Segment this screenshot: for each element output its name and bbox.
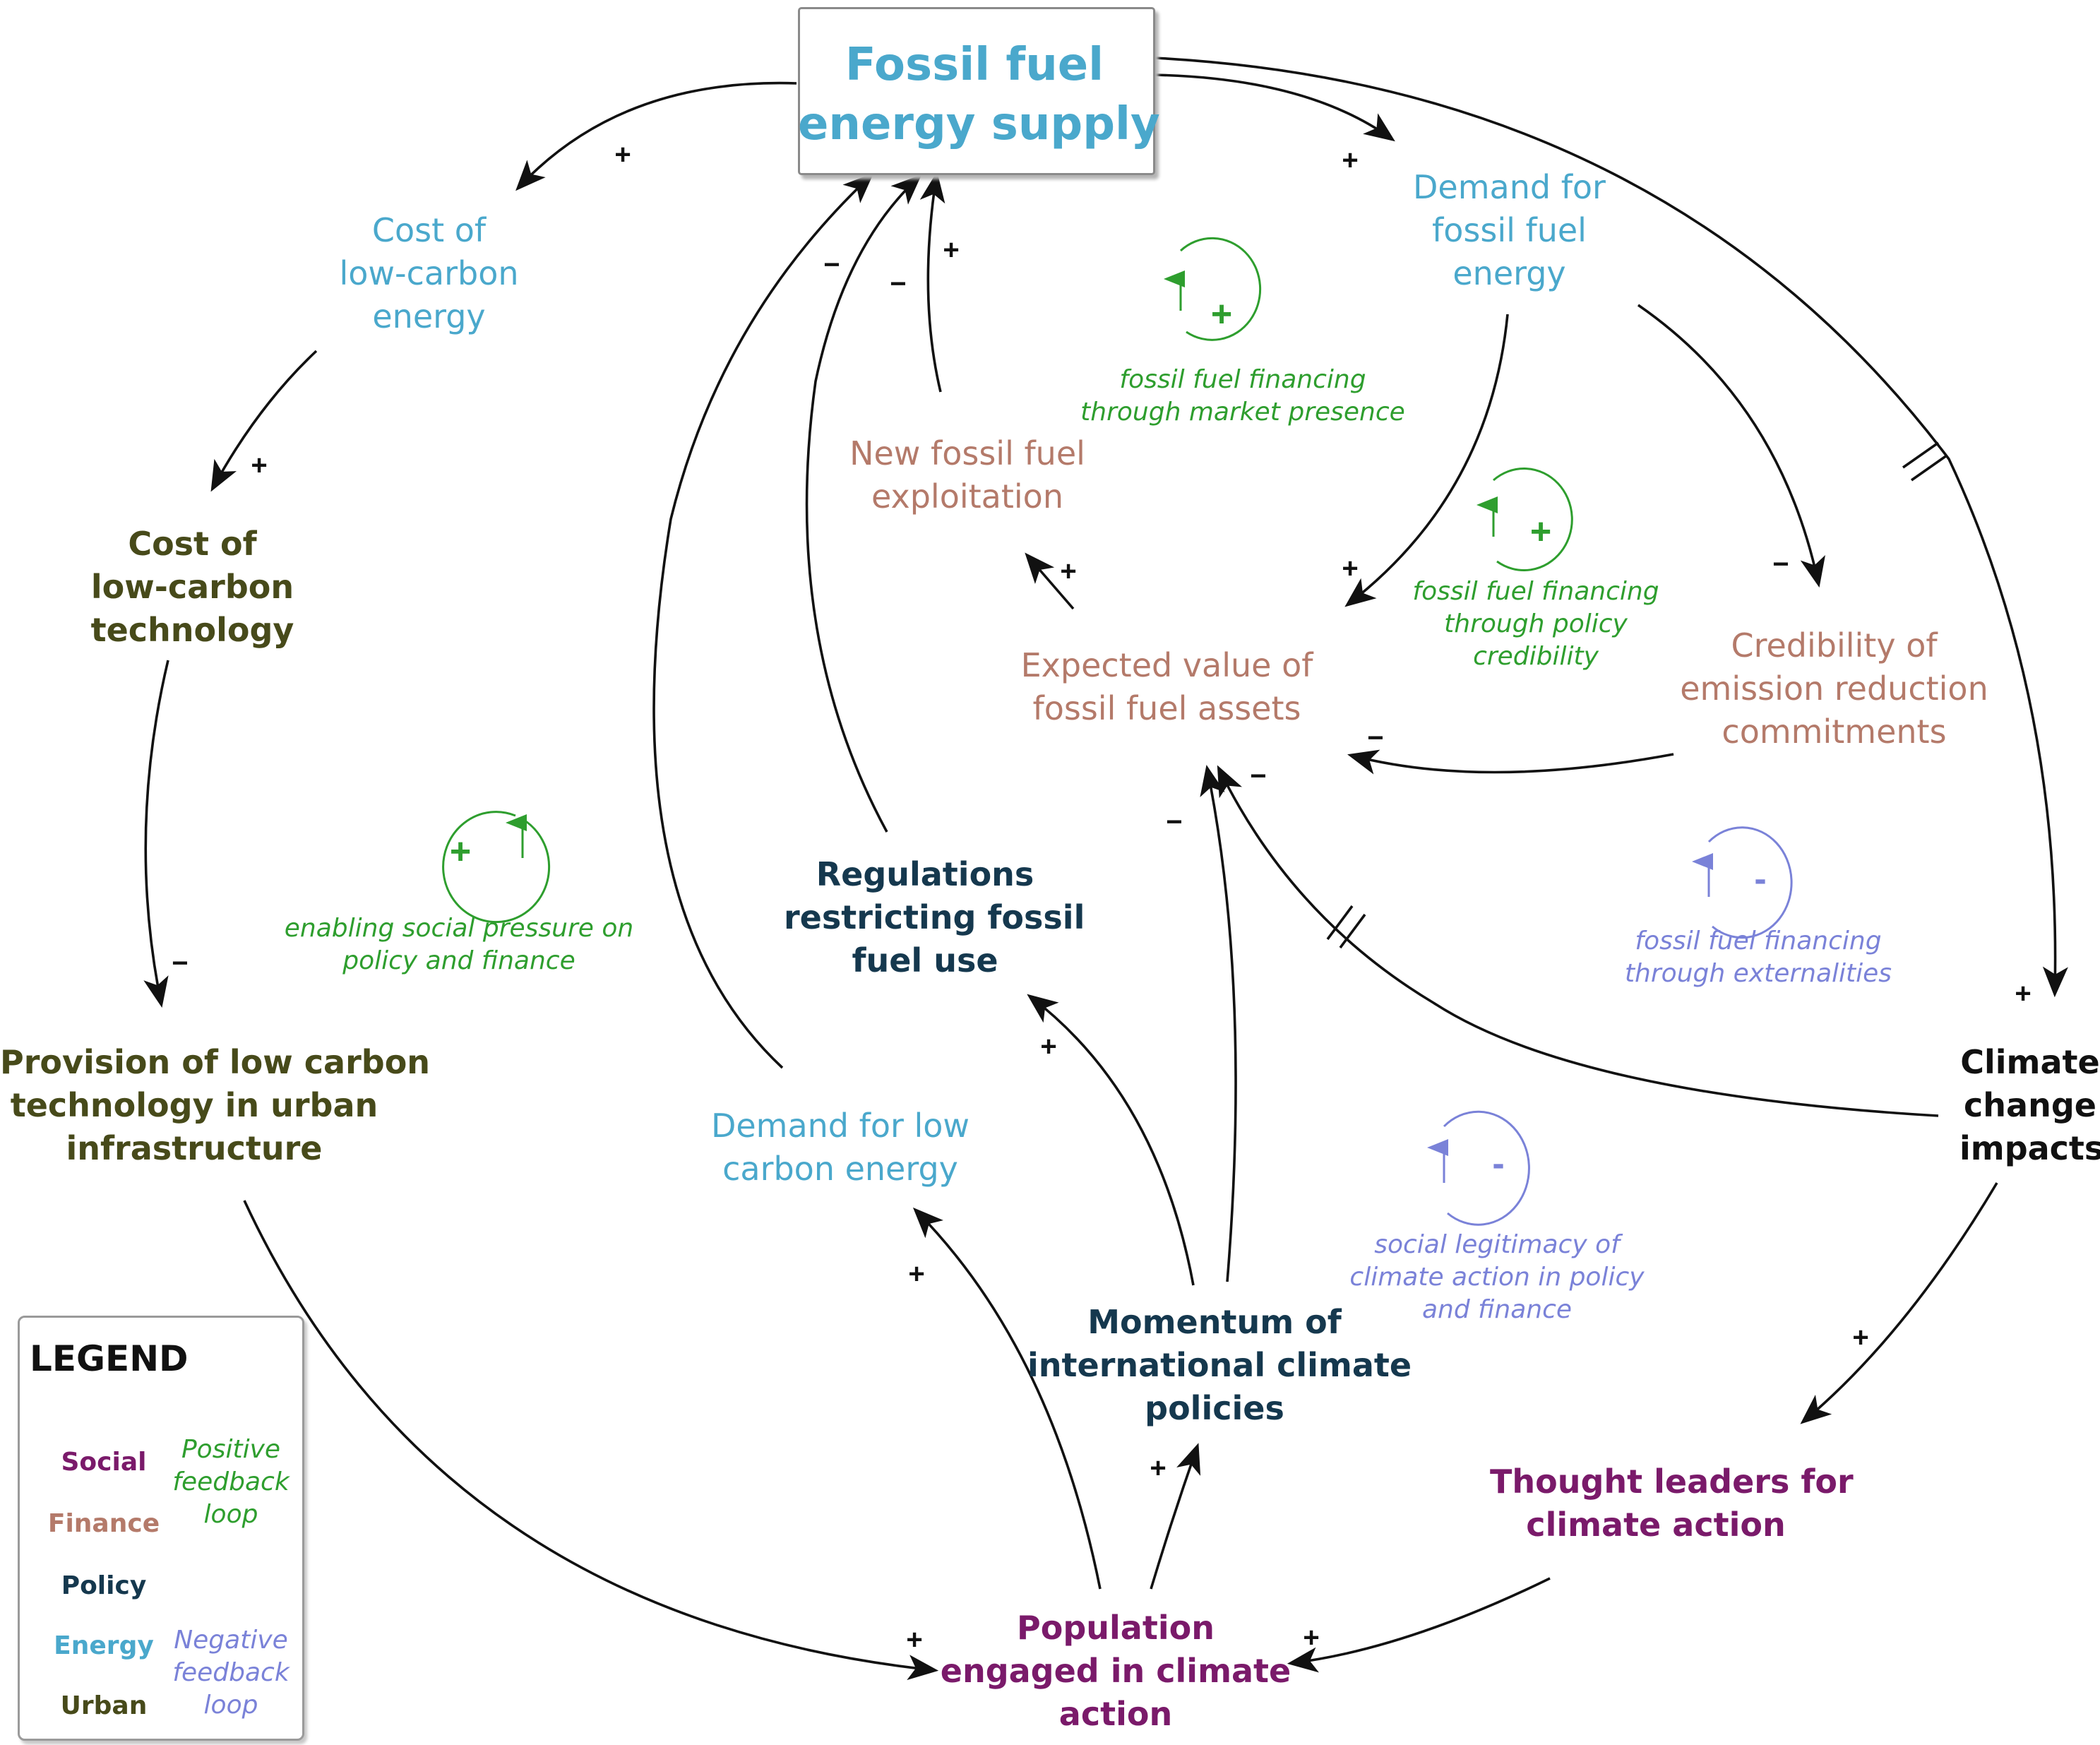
arrow-momentum-to-expected-value (1200, 764, 1237, 1282)
arrow-climate-impacts-to-thought-leaders (1800, 1182, 1998, 1424)
polarity-demand-fossil-credibility: − (1772, 549, 1789, 580)
arrow-demand-low-carbon-to-supply (652, 173, 874, 1069)
loop-policy-credibility-icon (1476, 467, 1573, 571)
loop-social-pressure-sign: + (450, 831, 471, 872)
title-box (798, 7, 1155, 175)
arrow-momentum-to-regulations (1027, 994, 1195, 1286)
arrow-demand-fossil-to-expected-value (1344, 314, 1509, 607)
polarity-cost-energy-cost-tech: + (251, 450, 267, 481)
loop-social-legitimacy-sign: - (1492, 1143, 1504, 1184)
legend (18, 1316, 304, 1741)
arrow-expected-value-to-exploitation (1025, 552, 1075, 610)
polarity-supply-cost-energy: + (614, 139, 631, 170)
title-line: Fossil fuel (845, 39, 1104, 91)
polarity-expected-value-exploitation: + (1060, 556, 1076, 587)
loop-label-externalities: fossil fuel financing through externalit… (1624, 927, 1892, 988)
polarity-supply-climate-impacts: + (2015, 978, 2031, 1009)
arrow-population-to-momentum (1150, 1443, 1201, 1590)
polarity-demand-fossil-expected-value: + (1342, 553, 1358, 584)
node-credibility-emission-commitments: Credibility of emission reduction commit… (1680, 626, 1988, 751)
title-line: energy supply (798, 98, 1160, 150)
legend-category-finance: Finance (47, 1509, 160, 1538)
polarity-thought-leaders-population: + (1303, 1622, 1319, 1653)
node-regulations-restricting-fossil: Regulations restricting fossil fuel use (784, 855, 1085, 979)
diagram-title: Fossil fuel energy supply (798, 35, 1160, 154)
loop-social-legitimacy-icon (1427, 1110, 1530, 1226)
legend-category-social: Social (61, 1448, 147, 1477)
arrow-thought-leaders-to-population (1287, 1577, 1551, 1673)
node-demand-low-carbon-energy: Demand for low carbon energy (710, 1107, 970, 1188)
delay-mark-supply-climate (1902, 441, 1948, 482)
polarity-regulations-supply: − (890, 268, 906, 299)
arrow-supply-to-climate-impacts (1154, 56, 2068, 998)
arrow-credibility-to-expected-value (1347, 749, 1674, 775)
delay-mark-climate-expected (1326, 905, 1366, 949)
arrow-population-to-demand-low-carbon (912, 1207, 1102, 1590)
loop-externalities-icon (1692, 826, 1793, 939)
arrow-exploitation-to-supply (919, 171, 945, 393)
polarity-credibility-expected-value: − (1367, 722, 1383, 754)
loop-label-social-pressure: enabling social pressure on policy and f… (284, 914, 634, 975)
arrow-cost-tech-to-provision (143, 660, 169, 1008)
loop-social-pressure-icon (442, 811, 551, 924)
loop-label-market-presence: fossil fuel financing through market pre… (1080, 365, 1405, 427)
polarity-supply-demand-fossil: + (1342, 145, 1358, 176)
node-momentum-international-policies: Momentum of international climate polici… (1027, 1303, 1412, 1427)
loop-market-presence-icon (1164, 237, 1262, 341)
legend-category-energy: Energy (54, 1631, 154, 1660)
loop-externalities-sign: - (1754, 859, 1766, 900)
arrow-regulations-to-supply (805, 174, 922, 833)
node-new-fossil-fuel-exploitation: New fossil fuel exploitation (849, 434, 1085, 516)
legend-positive-label: Positive feedback loop (172, 1435, 290, 1529)
legend-title: LEGEND (30, 1338, 189, 1379)
polarity-exploitation-supply: + (943, 234, 959, 266)
node-demand-fossil-fuel-energy: Demand for fossil fuel energy (1413, 168, 1606, 292)
polarity-population-demand-low-carbon: + (908, 1258, 924, 1290)
arrow-cost-energy-to-cost-tech (210, 350, 318, 492)
legend-category-policy: Policy (61, 1571, 147, 1600)
polarity-provision-population: + (906, 1624, 922, 1655)
loop-label-social-legitimacy: social legitimacy of climate action in p… (1349, 1230, 1645, 1324)
node-cost-low-carbon-energy: Cost of low-carbon energy (339, 211, 519, 335)
polarity-climate-expected-value: − (1250, 761, 1266, 792)
arrow-demand-fossil-to-credibility (1637, 304, 1825, 588)
loop-label-policy-credibility: fossil fuel financing through policy cre… (1412, 577, 1659, 671)
loop-policy-credibility-sign: + (1530, 511, 1551, 552)
legend-category-urban: Urban (60, 1691, 148, 1720)
polarity-cost-tech-provision: − (172, 948, 188, 979)
polarity-climate-thought-leaders: + (1852, 1322, 1868, 1353)
arrow-supply-to-demand-fossil (1152, 73, 1395, 142)
loop-market-presence-sign: + (1211, 294, 1232, 335)
node-population-engaged: Population engaged in climate action (940, 1609, 1291, 1733)
polarity-demand-low-carbon-supply: − (823, 249, 840, 280)
polarity-momentum-expected-value: − (1166, 806, 1182, 838)
arrow-climate-impacts-to-expected-value (1217, 765, 1939, 1117)
node-cost-low-carbon-technology: Cost of low-carbon technology (90, 525, 294, 649)
arrow-provision-to-population (243, 1200, 939, 1681)
arrow-supply-to-cost-energy (515, 81, 797, 191)
node-expected-value-fossil-assets: Expected value of fossil fuel assets (1020, 646, 1313, 727)
node-thought-leaders: Thought leaders for climate action (1490, 1463, 1854, 1544)
polarity-momentum-regulations: + (1040, 1031, 1056, 1062)
node-provision-low-carbon-technology: Provision of low carbon technology in ur… (0, 1043, 431, 1167)
node-climate-change-impacts: Climate change impacts (1959, 1043, 2100, 1167)
legend-negative-label: Negative feedback loop (172, 1626, 290, 1720)
polarity-population-momentum: + (1150, 1453, 1166, 1484)
